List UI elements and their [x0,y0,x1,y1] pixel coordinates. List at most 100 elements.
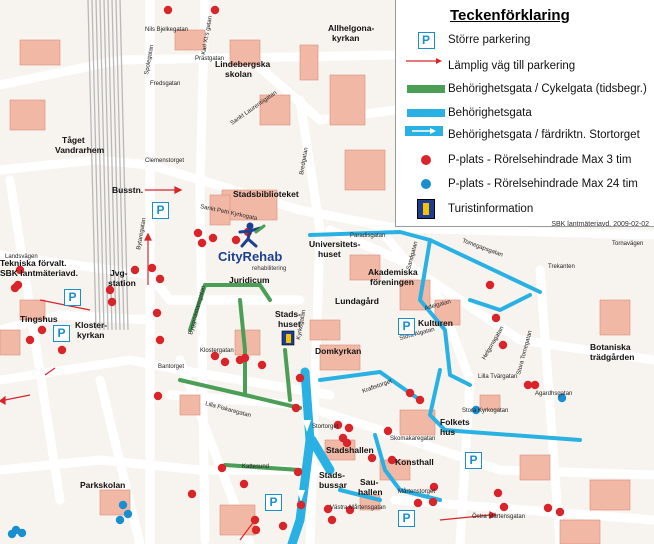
disabled-parking-3h-dot[interactable] [342,438,352,448]
parking-marker[interactable]: P [398,318,415,335]
disabled-parking-3h-dot[interactable] [291,403,301,413]
disabled-parking-3h-dot[interactable] [327,515,337,525]
place-label: Tåget [62,135,85,145]
disabled-parking-3h-dot[interactable] [344,423,354,433]
disabled-parking-24h-dot[interactable] [123,509,133,519]
place-label: huset [318,249,341,259]
disabled-parking-3h-dot[interactable] [367,453,377,463]
disabled-parking-3h-dot[interactable] [543,503,553,513]
disabled-parking-3h-dot[interactable] [15,265,25,275]
disabled-parking-3h-dot[interactable] [231,235,241,245]
disabled-parking-24h-dot[interactable] [557,393,567,403]
parking-marker[interactable]: P [64,289,81,306]
street-label: Bredgatan [299,147,310,175]
disabled-parking-24h-dot[interactable] [17,528,27,538]
disabled-parking-3h-dot[interactable] [105,285,115,295]
disabled-parking-3h-dot[interactable] [37,325,47,335]
disabled-parking-24h-dot[interactable] [118,500,128,510]
disabled-parking-3h-dot[interactable] [428,497,438,507]
place-label: Stads- [319,470,345,480]
disabled-parking-3h-dot[interactable] [251,525,261,535]
disabled-parking-3h-dot[interactable] [295,373,305,383]
disabled-parking-3h-dot[interactable] [155,335,165,345]
disabled-parking-3h-dot[interactable] [493,488,503,498]
disabled-parking-24h-dot[interactable] [471,405,481,415]
disabled-parking-3h-dot[interactable] [25,335,35,345]
legend-label: Behörighetsgata / Cykelgata (tidsbegr.) [448,83,647,95]
disabled-parking-3h-dot[interactable] [163,5,173,15]
legend-item-green-street: Behörighetsgata / Cykelgata (tidsbegr.) [404,79,647,99]
place-label: skolan [225,69,252,79]
disabled-parking-3h-dot[interactable] [130,265,140,275]
disabled-parking-3h-dot[interactable] [210,5,220,15]
place-label: bussar [319,480,348,490]
disabled-parking-3h-dot[interactable] [333,420,343,430]
disabled-parking-3h-dot[interactable] [499,502,509,512]
disabled-parking-3h-dot[interactable] [257,360,267,370]
disabled-parking-3h-dot[interactable] [250,515,260,525]
disabled-parking-3h-dot[interactable] [413,498,423,508]
disabled-parking-3h-dot[interactable] [147,263,157,273]
cityrehab-figure-icon [238,222,266,248]
street-label: Paradisgatan [350,233,385,239]
disabled-parking-3h-dot[interactable] [152,308,162,318]
tourist-info-icon[interactable] [281,330,295,346]
disabled-parking-3h-dot[interactable] [193,228,203,238]
tourist-info-icon [417,199,435,219]
disabled-parking-3h-dot[interactable] [383,426,393,436]
disabled-parking-3h-dot[interactable] [107,297,117,307]
parking-marker[interactable]: P [265,494,282,511]
place-label: Tekniska förvalt. [0,258,66,268]
disabled-parking-3h-dot[interactable] [13,280,23,290]
disabled-parking-3h-dot[interactable] [57,345,67,355]
disabled-parking-3h-dot[interactable] [429,482,439,492]
disabled-parking-3h-dot[interactable] [210,351,220,361]
disabled-parking-3h-dot[interactable] [187,489,197,499]
legend-label: Behörighetsgata [448,107,532,119]
disabled-parking-3h-dot[interactable] [217,463,227,473]
disabled-parking-3h-dot[interactable] [155,274,165,284]
legend-label: Turistinformation [448,203,534,215]
legend-item-blue-dot: P-plats - Rörelsehindrade Max 24 tim [404,174,638,194]
disabled-parking-3h-dot[interactable] [220,357,230,367]
disabled-parking-3h-dot[interactable] [498,340,508,350]
parking-marker[interactable]: P [398,510,415,527]
disabled-parking-3h-dot[interactable] [153,391,163,401]
street-label: Klostergatan [200,348,234,354]
disabled-parking-3h-dot[interactable] [323,504,333,514]
street-label: Bantorget [158,364,184,370]
disabled-parking-3h-dot[interactable] [415,395,425,405]
disabled-parking-3h-dot[interactable] [239,479,249,489]
disabled-parking-3h-dot[interactable] [387,455,397,465]
street-label: Mårtenstorget [398,488,435,495]
parking-marker[interactable]: P [152,202,169,219]
legend-item-blue-oneway: Behörighetsgata / färdriktn. Stortorget [404,125,640,145]
disabled-parking-3h-dot[interactable] [491,313,501,323]
disabled-parking-3h-dot[interactable] [296,500,306,510]
place-label: SBK lantmäteriavd. [0,268,78,278]
place-label: Stadshallen [326,445,374,455]
map-legend: Teckenförklaring P Större parkering Lämp… [395,0,654,228]
disabled-parking-3h-dot[interactable] [240,353,250,363]
disabled-parking-3h-dot[interactable] [530,380,540,390]
disabled-parking-24h-dot[interactable] [7,529,17,539]
disabled-parking-24h-dot[interactable] [115,515,125,525]
disabled-parking-3h-dot[interactable] [208,233,218,243]
disabled-parking-3h-dot[interactable] [293,467,303,477]
disabled-parking-3h-dot[interactable] [485,280,495,290]
place-label: Allhelgona- [328,23,374,33]
place-label: Vandrarhem [55,145,105,155]
parking-marker[interactable]: P [465,452,482,469]
disabled-parking-3h-dot[interactable] [197,238,207,248]
legend-label: P-plats - Rörelsehindrade Max 24 tim [448,178,638,190]
disabled-parking-3h-dot[interactable] [555,507,565,517]
green-streets [178,283,302,472]
place-label: Kloster- [75,320,107,330]
disabled-parking-3h-dot[interactable] [345,505,355,515]
disabled-parking-3h-dot[interactable] [405,388,415,398]
disabled-parking-3h-dot[interactable] [523,380,533,390]
parking-marker[interactable]: P [53,325,70,342]
disabled-parking-3h-dot[interactable] [278,521,288,531]
